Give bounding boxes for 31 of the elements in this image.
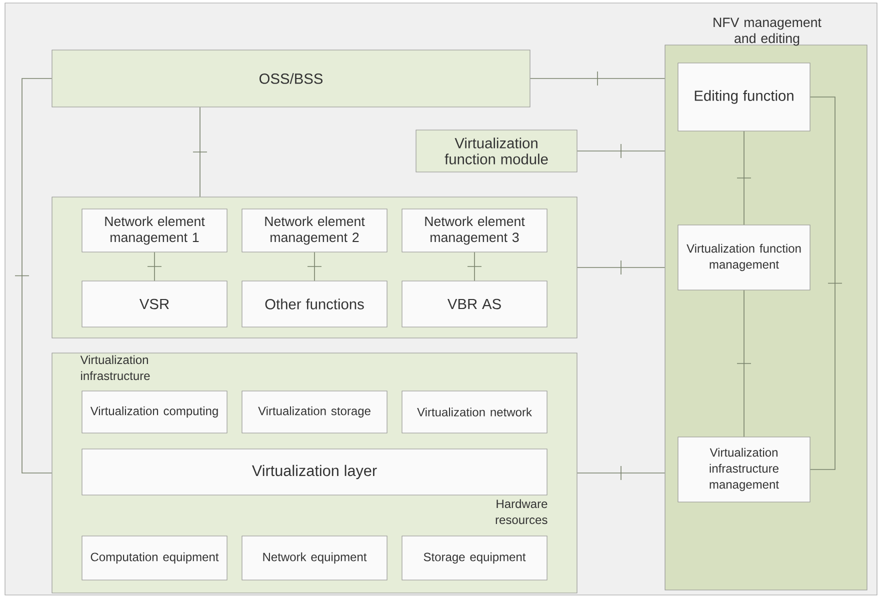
connector-line: [467, 252, 482, 282]
connector-line: [576, 144, 666, 158]
system-bar: OSS/BSS: [52, 50, 530, 108]
function-box: Editing function: [678, 62, 810, 132]
function-box: VSR: [82, 280, 228, 328]
module-box: Virtualization function module: [416, 130, 578, 172]
connector-line: [736, 290, 752, 438]
function-box: Virtualization storage: [242, 390, 388, 434]
function-box: Network element management 3: [402, 208, 548, 252]
node-label: NFV management and editing: [714, 18, 822, 46]
layer-bar: Virtualization layer: [82, 448, 548, 496]
function-box: Virtualization network: [402, 390, 548, 434]
function-box: Virtualization computing: [82, 390, 228, 434]
function-box: Storage equipment: [402, 536, 548, 580]
connector-line: [530, 71, 666, 86]
function-box: Other functions: [242, 280, 388, 328]
function-box: VBR AS: [402, 280, 548, 328]
function-box: Network equipment: [242, 536, 388, 580]
connector-line: [576, 260, 666, 275]
connector-line: [810, 96, 842, 470]
connector-line: [147, 252, 162, 282]
function-box: Network element management 1: [82, 208, 228, 252]
function-box: Computation equipment: [82, 536, 228, 580]
connector-line: [192, 106, 208, 198]
connector-line: [576, 466, 666, 480]
function-box: Virtualization infrastructure management: [678, 436, 810, 502]
function-box: Network element management 2: [242, 208, 388, 252]
connector-line: [14, 78, 52, 474]
connector-line: [307, 252, 322, 282]
connector-line: [736, 130, 752, 226]
function-box: Virtualization function management: [678, 224, 810, 290]
